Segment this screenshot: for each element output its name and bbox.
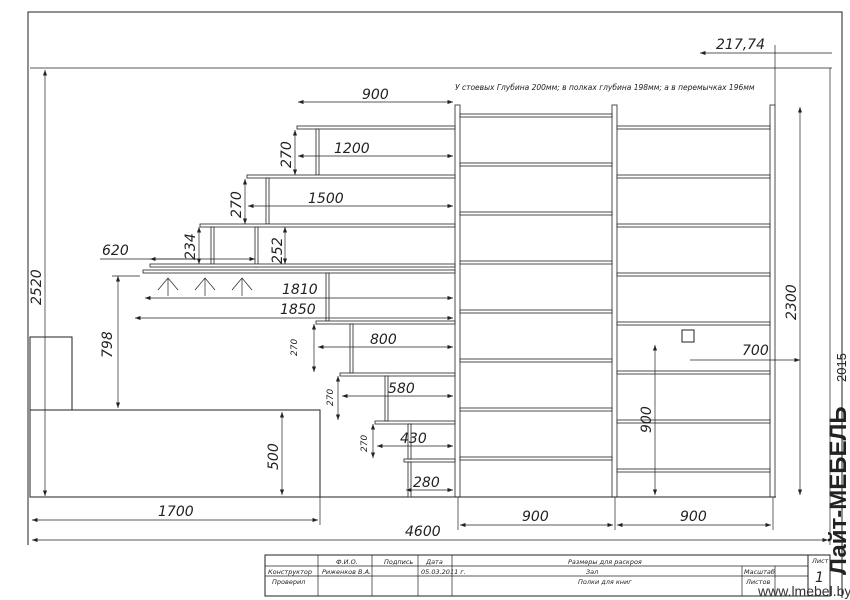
dimension-label: 900 xyxy=(522,509,549,525)
dimension-label: 800 xyxy=(370,332,397,348)
dimension-label: Зал xyxy=(586,568,598,576)
dimension-label: 900 xyxy=(680,509,707,525)
dimension-label: 430 xyxy=(400,431,427,447)
dimension-label: Дата xyxy=(425,558,443,566)
dimension-label: 500 xyxy=(266,443,282,470)
dimension-label: Проверил xyxy=(272,578,305,586)
dimension-label: 620 xyxy=(102,243,129,259)
dimension-label: 1810 xyxy=(282,282,318,298)
drawing-frame xyxy=(27,11,843,598)
bookcase xyxy=(30,104,776,498)
dimension-label: 270 xyxy=(360,435,370,452)
socket-box xyxy=(681,329,695,343)
dimension-label: Лист xyxy=(811,557,829,565)
desk xyxy=(29,336,321,498)
horizontal-dimensions: 900 1200 1500 620 1810 1850 800 580 430 … xyxy=(32,68,831,545)
dimension-label: 700 xyxy=(742,343,769,359)
dimension-label: 900 xyxy=(362,87,389,103)
dimension-label: Ф.И.О. xyxy=(336,558,358,566)
dimension-label: 270 xyxy=(326,389,336,406)
dimension-label: www.lmebel.by xyxy=(757,583,850,599)
dimension-label: 1850 xyxy=(280,302,316,318)
dimension-label: Конструктор xyxy=(268,568,312,576)
dimension-label: 2300 xyxy=(784,284,800,320)
dimension-label: Подпись xyxy=(384,558,413,566)
dimension-label: 1700 xyxy=(158,504,194,520)
dimension-label: 280 xyxy=(413,475,440,491)
dim-217: 217,74 xyxy=(700,37,832,105)
depth-note: У стоевых Глубина 200мм; в полках глубин… xyxy=(455,83,755,92)
vertical-dimensions: 270 270 234 252 798 270 270 270 500 900 … xyxy=(100,107,803,495)
dimension-label: 1500 xyxy=(308,191,344,207)
dimension-label: 4600 xyxy=(405,524,441,540)
dimension-label: Полки для книг xyxy=(578,578,632,586)
dimension-label: Листов xyxy=(745,578,770,586)
title-block: Ф.И.О. Подпись Дата Размеры для раскроя … xyxy=(264,554,831,597)
dimension-label: 580 xyxy=(388,381,415,397)
dimension-label: Риженков В.А. xyxy=(322,568,371,576)
dimension-label: 798 xyxy=(100,331,116,358)
dimension-label: 2015 xyxy=(834,353,849,382)
dimension-label: 270 xyxy=(290,339,300,356)
brand-logo: Лайт-МЕБЕЛЬ 2015 www.lmebel.by xyxy=(757,353,850,599)
dimension-label: 1 xyxy=(815,570,824,586)
dimension-label: 252 xyxy=(270,237,286,264)
dimension-label: Масштаб xyxy=(744,568,775,576)
dimension-label: 05.03.2011 г. xyxy=(421,568,466,576)
dimension-label: 270 xyxy=(279,141,295,168)
dimension-label: 1200 xyxy=(334,141,370,157)
dimension-label: 217,74 xyxy=(716,37,765,53)
dimension-label: 2520 xyxy=(29,269,45,305)
dim-2520: 2520 xyxy=(29,70,48,496)
dimension-label: Размеры для раскроя xyxy=(568,558,642,566)
dimension-label: 900 xyxy=(639,406,655,433)
dimension-label: Лайт-МЕБЕЛЬ xyxy=(825,406,850,575)
dimension-label: 270 xyxy=(229,191,245,218)
lamp-icons xyxy=(157,277,253,296)
dimension-label: 234 xyxy=(183,233,199,260)
